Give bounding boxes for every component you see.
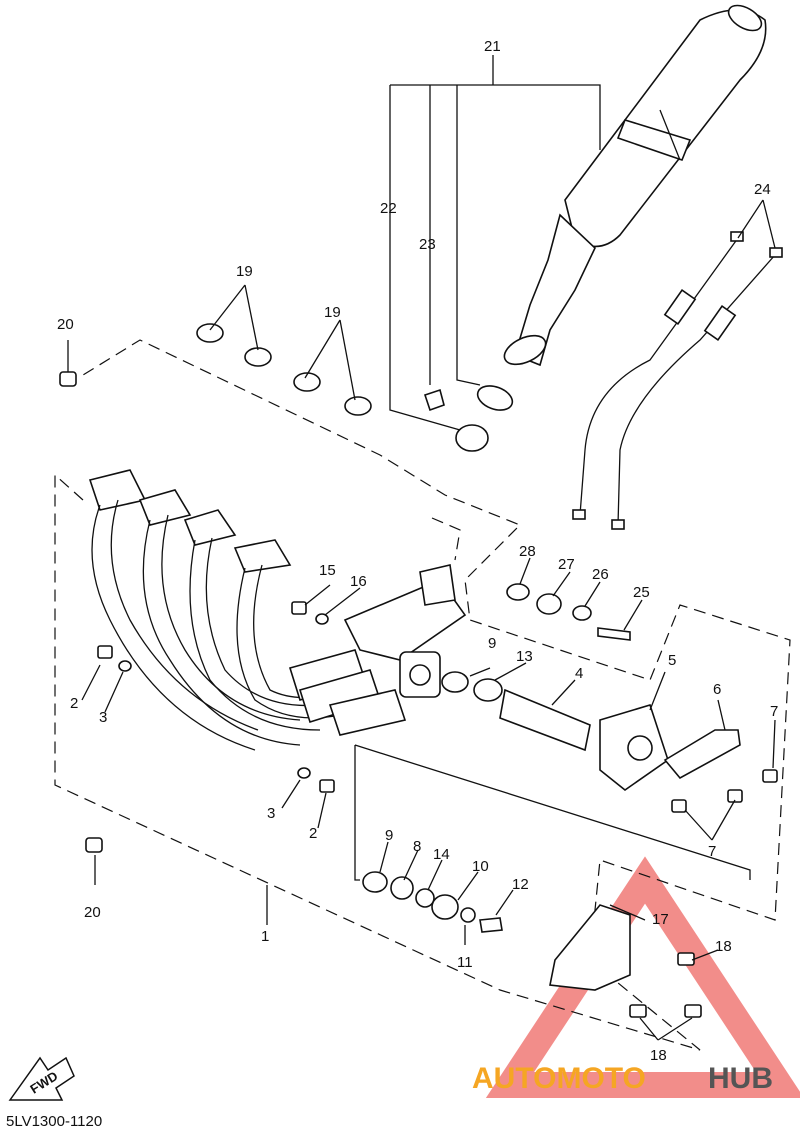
callout-23: 23 [419,236,436,253]
callout-2: 2 [70,695,78,712]
callout-7: 7 [770,703,778,720]
callout-17: 17 [652,911,669,928]
assembly-outline-inner [431,517,461,561]
cables [572,231,783,530]
joint-parts [423,385,514,452]
callout-24: 24 [754,181,771,198]
callout-20: 20 [57,316,74,333]
watermark-part2: HUB [708,1062,773,1095]
callout-4: 4 [575,665,583,682]
assembly-outline-1 [54,339,791,1051]
callout-1: 1 [261,928,269,945]
callout-8: 8 [413,838,421,855]
callout-15: 15 [319,562,336,579]
callout-9: 9 [385,827,393,844]
callout-7: 7 [708,843,716,860]
callout-3: 3 [267,805,275,822]
callout-3: 3 [99,709,107,726]
callout-6: 6 [713,681,721,698]
callout-21: 21 [484,38,501,55]
callout-2: 2 [309,825,317,842]
bolts [59,371,778,1018]
callout-25: 25 [633,584,650,601]
callout-28: 28 [519,543,536,560]
callout-5: 5 [668,652,676,669]
watermark-logo: AUTOMOTO HUB [472,1062,773,1095]
callout-26: 26 [592,566,609,583]
callout-19: 19 [236,263,253,280]
callout-10: 10 [472,858,489,875]
callout-27: 27 [558,556,575,573]
leader-lines [67,55,776,1041]
diagram-code: 5LV1300-1120 [6,1113,103,1130]
callout-14: 14 [433,846,450,863]
callout-18: 18 [650,1047,667,1064]
fwd-arrow-icon: FWD [8,1056,75,1101]
watermark-part1: AUTOMOTO [472,1062,646,1095]
callout-16: 16 [350,573,367,590]
callout-12: 12 [512,876,529,893]
muffler [503,4,767,367]
callout-9: 9 [488,635,496,652]
callout-13: 13 [516,648,533,665]
callout-labels: 1 2 2 3 3 4 5 6 7 7 8 9 9 10 11 12 13 14… [57,38,778,1064]
callout-19: 19 [324,304,341,321]
callout-20: 20 [84,904,101,921]
callout-11: 11 [457,954,473,971]
callout-18: 18 [715,938,732,955]
valve-parts [362,583,741,991]
gaskets [196,323,372,416]
callout-22: 22 [380,200,397,217]
header-pipes [88,469,467,751]
